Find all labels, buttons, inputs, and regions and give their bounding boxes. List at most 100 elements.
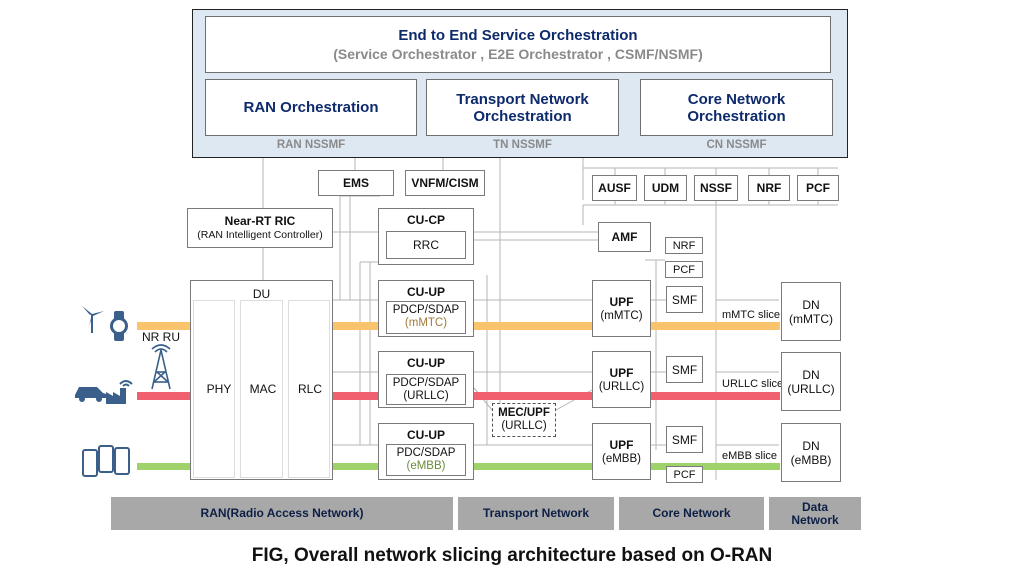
rlc-column	[288, 300, 330, 478]
ems-label: EMS	[342, 176, 369, 190]
cu-up-urllc-box: CU-UP PDCP/SDAP (URLLC)	[378, 351, 474, 408]
nrf-small-box: NRF	[665, 237, 703, 254]
cn-orchestration-box: Core Network Orchestration	[640, 79, 833, 136]
upf-urllc-box: UPF (URLLC)	[592, 351, 651, 408]
dn-mmtc-sub: (mMTC)	[789, 311, 833, 326]
rlc-label: RLC	[297, 382, 322, 396]
transport-domain-label: Transport Network	[482, 506, 590, 520]
core-domain-bar: Core Network	[619, 497, 764, 530]
nrf-label: NRF	[756, 181, 782, 195]
vnfm-box: VNFM/CISM	[405, 170, 485, 196]
pcf-small-label-top: PCF	[673, 263, 695, 276]
mac-label: MAC	[249, 382, 277, 396]
amf-label: AMF	[611, 230, 638, 244]
cu-up-embb-box: CU-UP PDC/SDAP (eMBB)	[378, 423, 474, 480]
smartphone-icon	[82, 445, 130, 477]
tn-orchestration-line2: Orchestration	[473, 107, 572, 125]
udm-label: UDM	[651, 181, 680, 195]
factory-icon	[106, 380, 133, 404]
smf-embb-box: SMF	[666, 426, 703, 453]
upf-embb-box: UPF (eMBB)	[592, 423, 651, 480]
smf-embb-label: SMF	[671, 432, 698, 447]
upf-embb-title: UPF	[609, 437, 634, 452]
pdc-embb-box: PDC/SDAP (eMBB)	[386, 444, 466, 476]
cu-cp-title: CU-CP	[407, 213, 445, 227]
ran-orchestration-box: RAN Orchestration	[205, 79, 417, 136]
data-network-line2: Network	[791, 512, 839, 527]
transport-domain-bar: Transport Network	[458, 497, 614, 530]
nr-ru-label: NR RU	[142, 330, 180, 344]
cu-up-mmtc-box: CU-UP PDCP/SDAP (mMTC)	[378, 280, 474, 337]
pdcp-mmtc-line1: PDCP/SDAP	[392, 304, 460, 316]
pcf-box: PCF	[797, 175, 839, 201]
ran-domain-label: RAN(Radio Access Network)	[200, 506, 364, 520]
tn-orchestration-box: Transport Network Orchestration	[426, 79, 619, 136]
dn-embb-box: DN (eMBB)	[781, 423, 841, 482]
ems-box: EMS	[318, 170, 394, 196]
dn-urllc-box: DN (URLLC)	[781, 352, 841, 411]
ran-orchestration-label: RAN Orchestration	[243, 99, 379, 116]
upf-mmtc-box: UPF (mMTC)	[592, 280, 651, 337]
ric-subtitle: (RAN Intelligent Controller)	[197, 229, 323, 241]
dn-mmtc-box: DN (mMTC)	[781, 282, 841, 341]
urllc-slice-label: URLLC slice	[722, 378, 784, 390]
pdcp-urllc-line1: PDCP/SDAP	[392, 377, 460, 389]
mec-sub: (URLLC)	[501, 420, 547, 432]
phy-label: PHY	[206, 382, 232, 396]
ran-nssmf-label: RAN NSSMF	[276, 139, 346, 151]
nssf-label: NSSF	[699, 181, 732, 195]
pdcp-mmtc-box: PDCP/SDAP (mMTC)	[386, 301, 466, 334]
du-title: DU	[252, 287, 271, 301]
smf-urllc-label: SMF	[671, 362, 698, 377]
cu-up-urllc-title: CU-UP	[407, 356, 445, 370]
pdcp-mmtc-line2: (mMTC)	[404, 317, 448, 329]
nrf-box: NRF	[748, 175, 790, 201]
e2e-title: End to End Service Orchestration	[398, 26, 638, 44]
mec-title: MEC/UPF	[498, 407, 550, 419]
tn-orchestration-line1: Transport Network	[456, 90, 589, 108]
cu-cp-box: CU-CP RRC	[378, 208, 474, 265]
upf-mmtc-sub: (mMTC)	[600, 309, 643, 322]
mmtc-slice-label: mMTC slice	[722, 309, 781, 321]
e2e-subtitle: (Service Orchestrator , E2E Orchestrator…	[333, 45, 703, 62]
rrc-label: RRC	[413, 238, 439, 252]
vnfm-label: VNFM/CISM	[411, 176, 479, 190]
car-icon	[75, 387, 106, 402]
smf-mmtc-label: SMF	[671, 292, 698, 307]
pdcp-urllc-line2: (URLLC)	[403, 390, 449, 402]
ausf-label: AUSF	[598, 181, 631, 195]
e2e-orchestration-box: End to End Service Orchestration (Servic…	[205, 16, 831, 73]
ausf-box: AUSF	[592, 175, 637, 201]
cu-up-embb-title: CU-UP	[407, 428, 445, 442]
pdc-embb-line1: PDC/SDAP	[396, 447, 456, 459]
upf-urllc-sub: (URLLC)	[598, 380, 645, 393]
du-box: DU	[190, 280, 333, 480]
pdcp-urllc-box: PDCP/SDAP (URLLC)	[386, 374, 466, 405]
ran-domain-bar: RAN(Radio Access Network)	[111, 497, 453, 530]
amf-box: AMF	[598, 222, 651, 252]
mac-column	[240, 300, 283, 478]
mec-upf-box: MEC/UPF (URLLC)	[492, 403, 556, 437]
near-rt-ric-box: Near-RT RIC (RAN Intelligent Controller)	[187, 208, 333, 248]
cu-up-mmtc-title: CU-UP	[407, 285, 445, 299]
ric-title: Near-RT RIC	[224, 214, 296, 228]
nrf-small-label: NRF	[672, 239, 696, 252]
data-network-line1: Data	[801, 499, 828, 514]
smf-mmtc-box: SMF	[666, 286, 703, 313]
pdc-embb-line2: (eMBB)	[406, 460, 446, 472]
cn-orchestration-line2: Orchestration	[687, 107, 786, 125]
smartwatch-icon	[110, 311, 128, 341]
wind-turbine-icon	[82, 306, 104, 333]
pcf-small-label-bottom: PCF	[673, 468, 696, 481]
smf-urllc-box: SMF	[666, 356, 703, 383]
pcf-small-box-top: PCF	[665, 261, 703, 278]
udm-box: UDM	[644, 175, 687, 201]
cn-nssmf-label: CN NSSMF	[706, 139, 767, 151]
figure-caption: FIG, Overall network slicing architectur…	[251, 545, 773, 566]
embb-slice-label: eMBB slice	[722, 450, 778, 462]
dn-embb-title: DN	[802, 438, 820, 453]
nssf-box: NSSF	[694, 175, 738, 201]
antenna-tower-icon	[151, 344, 171, 390]
upf-mmtc-title: UPF	[609, 294, 634, 309]
upf-urllc-title: UPF	[609, 365, 634, 380]
